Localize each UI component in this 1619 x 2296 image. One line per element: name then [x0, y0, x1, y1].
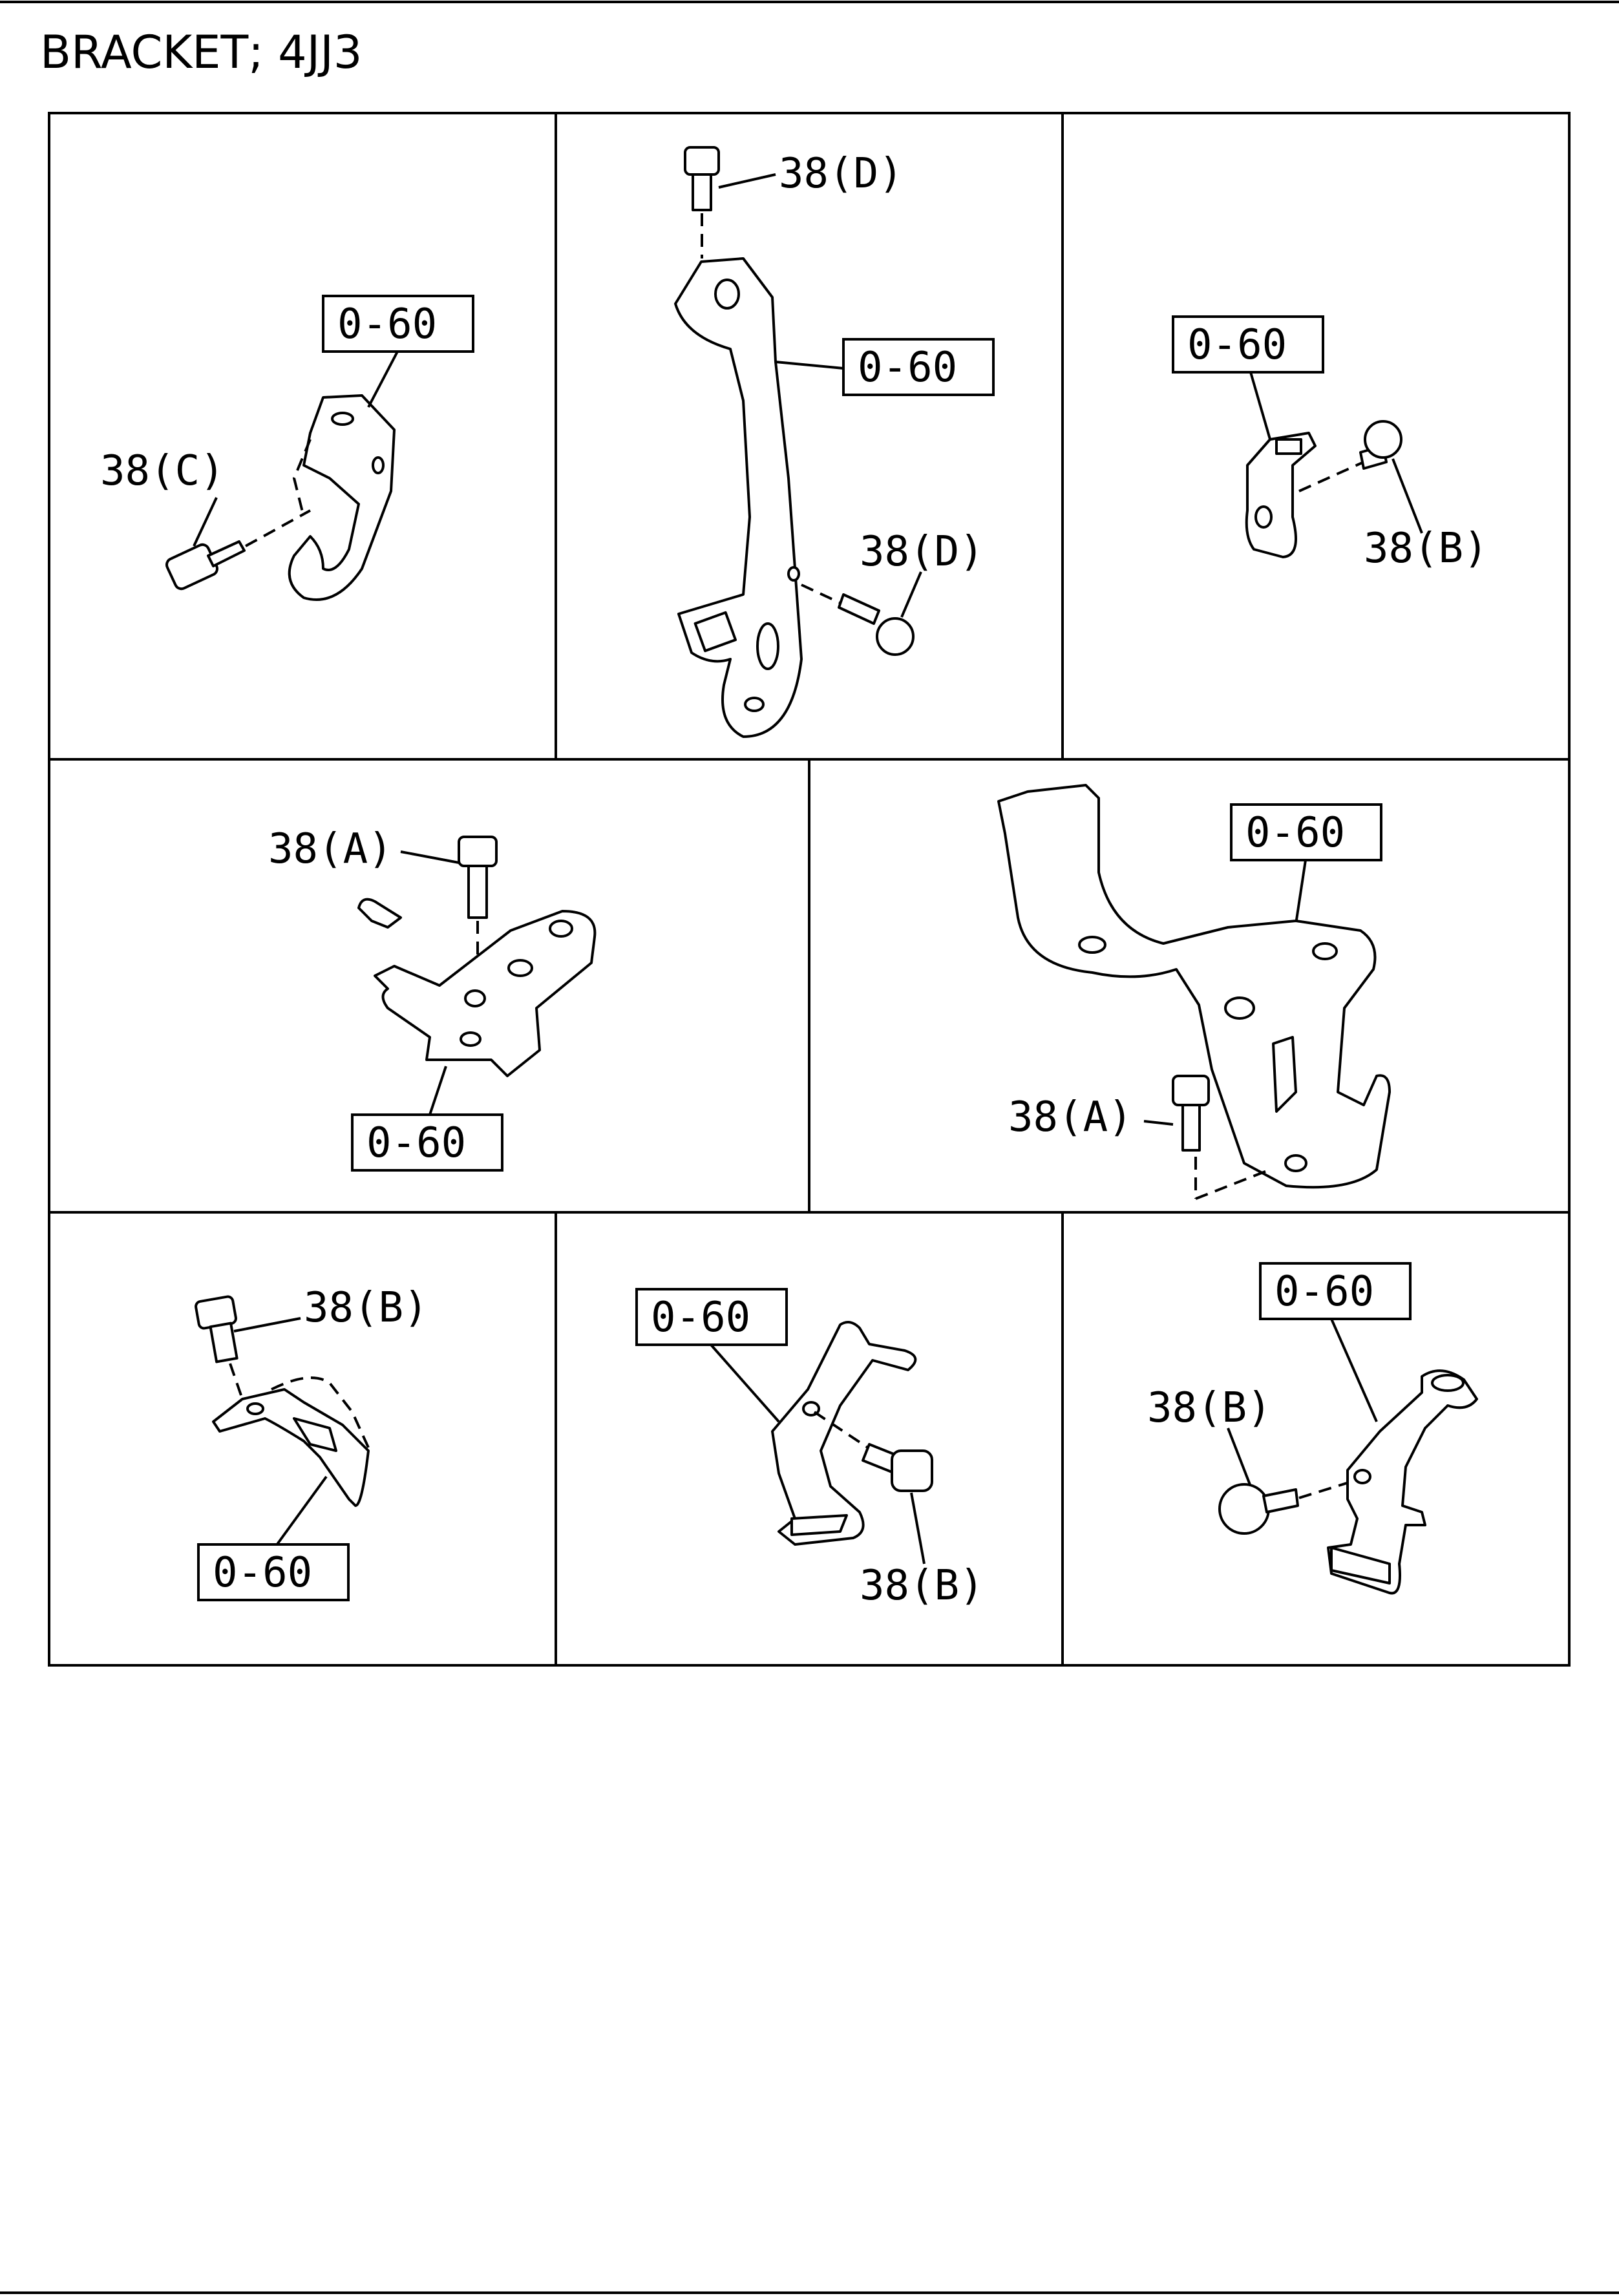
bracket-part [212, 1388, 370, 1507]
part-callout-label: 0-60 [213, 1549, 312, 1597]
bracket-part [997, 784, 1391, 1189]
panel-8: 0-60 38(B) [1147, 1262, 1478, 1595]
bolt-icon [838, 593, 915, 656]
diagram-title: BRACKET; 4JJ3 [40, 26, 363, 79]
bolt-icon [1218, 1483, 1299, 1535]
panel-grid [48, 112, 1571, 1667]
part-callout-label: 0-60 [1275, 1268, 1374, 1316]
bracket-part [288, 394, 396, 601]
bolt-label: 38(A) [1008, 1093, 1133, 1141]
part-callout-label: 0-60 [1245, 809, 1345, 857]
part-callout-label: 0-60 [858, 344, 957, 392]
bolt-icon [1359, 420, 1402, 470]
bolt-icon [458, 836, 498, 919]
bracket-part [1327, 1369, 1478, 1595]
panel-1: 38(C) 0-60 [100, 295, 474, 601]
panel-5: 0-60 38(A) [997, 784, 1391, 1200]
bracket-part [1245, 432, 1317, 558]
panel-2: 38(D) 38(D) 0-60 [674, 146, 995, 738]
bolt-icon [684, 146, 720, 211]
bolt-label: 38(A) [268, 825, 393, 873]
part-callout-label: 0-60 [651, 1294, 750, 1342]
part-callout-label: 0-60 [366, 1119, 466, 1167]
bolt-icon [195, 1295, 238, 1364]
bolt-label: 38(B) [1147, 1384, 1272, 1432]
bracket-part [771, 1321, 917, 1546]
part-callout-box [322, 295, 474, 353]
panel-3: 0-60 38(B) [1172, 315, 1488, 573]
part-callout-label: 0-60 [1187, 321, 1287, 369]
part-callout-label: 0-60 [337, 300, 437, 348]
bolt-icon [1172, 1075, 1210, 1152]
part-callout-box [842, 338, 995, 396]
bolt-label: 38(C) [100, 447, 225, 495]
bolt-label: 38(D) [779, 150, 904, 198]
panel-7: 0-60 38(B) [635, 1288, 984, 1610]
bolt-label: 38(B) [860, 1562, 984, 1610]
bolt-icon [862, 1443, 933, 1492]
part-callout-box [351, 1113, 503, 1172]
bracket-part [674, 257, 803, 738]
bolt-label: 38(D) [860, 528, 984, 576]
bolt-label: 38(B) [304, 1284, 429, 1332]
part-callout-box [1230, 803, 1382, 861]
panel-4: 38(A) 0-60 [268, 825, 597, 1172]
part-callout-box [635, 1288, 788, 1346]
part-callout-box [1172, 315, 1324, 374]
bolt-icon [165, 540, 246, 591]
panel-6: 38(B) 0-60 [195, 1284, 429, 1601]
part-callout-box [197, 1543, 350, 1601]
bracket-part [357, 898, 597, 1077]
bolt-label: 38(B) [1364, 525, 1488, 573]
part-callout-box [1259, 1262, 1412, 1320]
